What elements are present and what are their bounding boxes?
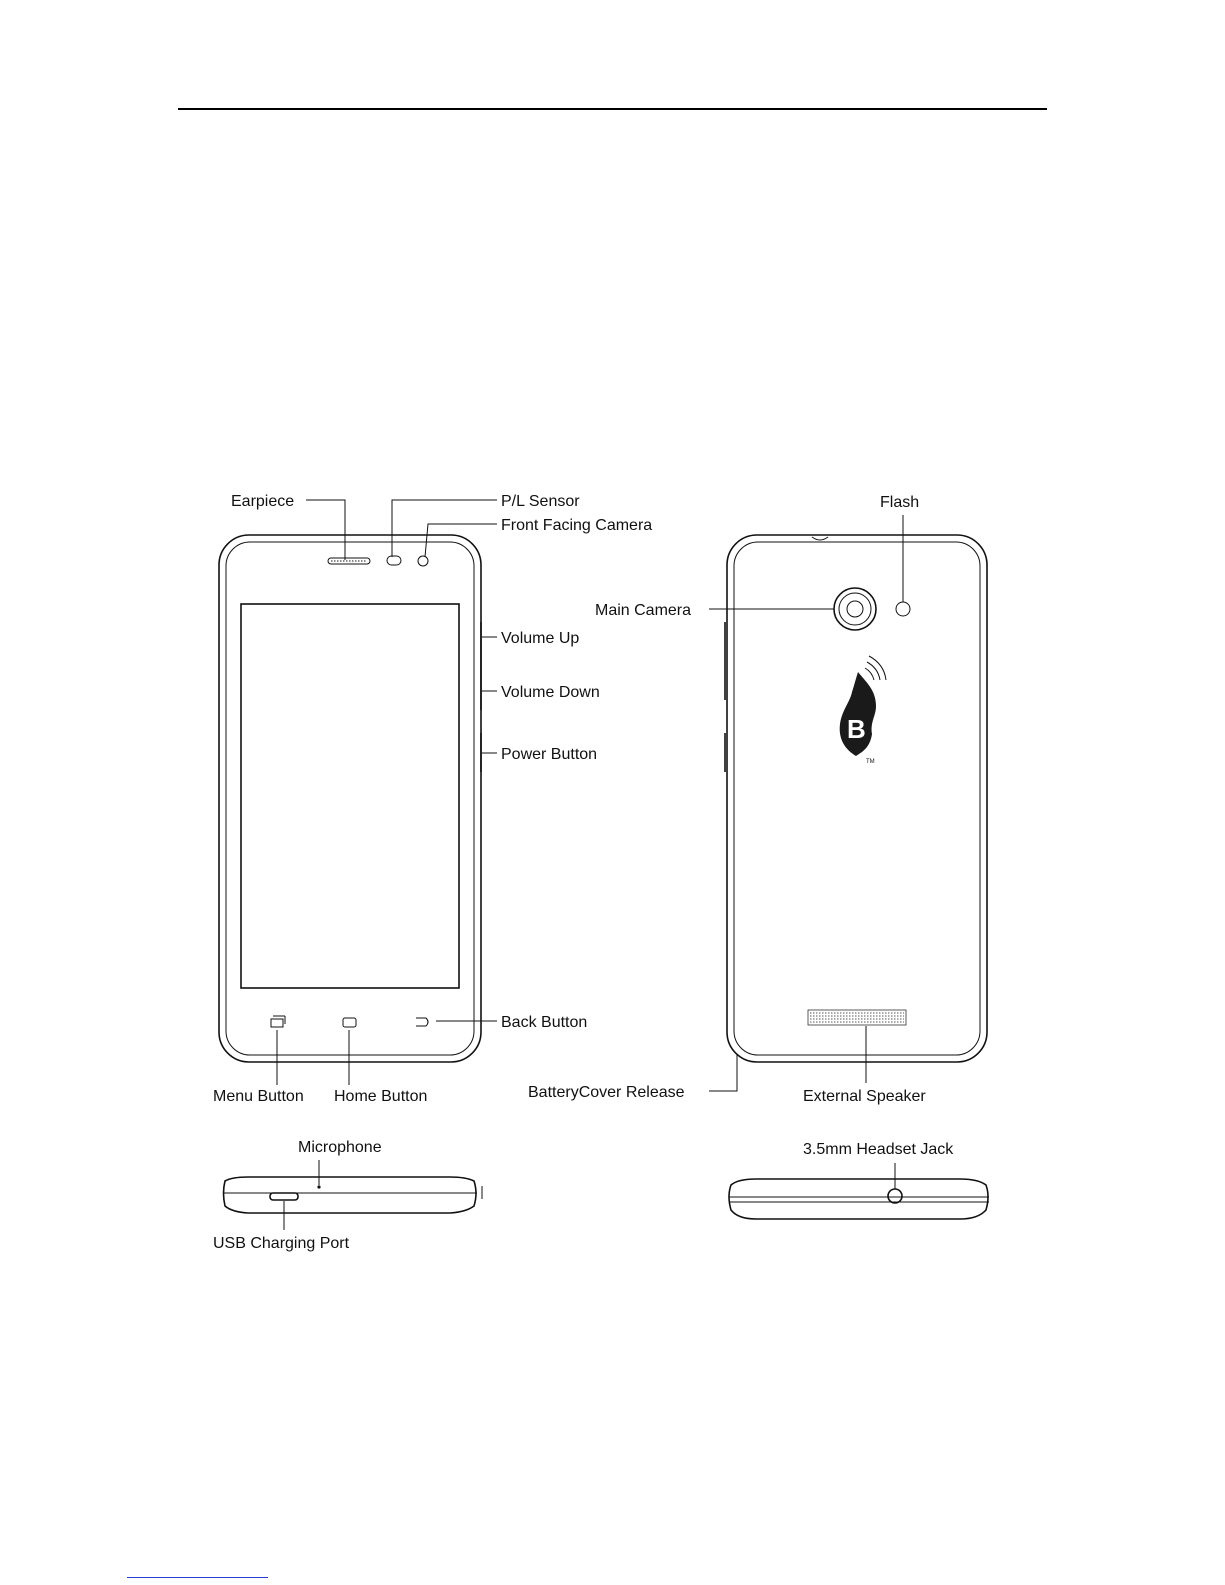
microphone-hole <box>317 1185 320 1188</box>
label-microphone: Microphone <box>298 1139 382 1156</box>
label-usb-port: USB Charging Port <box>213 1235 350 1252</box>
headset-jack-hole <box>888 1189 902 1203</box>
phone-back-view: B TM <box>725 535 987 1062</box>
home-key-icon <box>343 1018 356 1027</box>
label-home-button: Home Button <box>334 1088 427 1105</box>
label-battery-cover-release: BatteryCover Release <box>528 1084 685 1101</box>
phone-top-edge <box>729 1163 989 1219</box>
label-volume-down: Volume Down <box>501 684 600 701</box>
front-body-outer <box>219 535 481 1062</box>
label-main-camera: Main Camera <box>595 602 691 619</box>
label-front-camera: Front Facing Camera <box>501 517 652 534</box>
brand-logo: B TM <box>840 656 886 765</box>
front-screen <box>241 604 459 988</box>
back-key-icon <box>416 1018 428 1026</box>
front-callouts <box>277 500 497 1085</box>
label-volume-up: Volume Up <box>501 630 579 647</box>
phone-bottom-edge <box>224 1160 483 1230</box>
label-back-button: Back Button <box>501 1014 587 1031</box>
menu-key-icon <box>271 1016 285 1027</box>
cover-notch <box>812 537 828 540</box>
back-body-inner <box>734 542 980 1055</box>
flash-led <box>896 602 910 616</box>
external-speaker-grill <box>808 1010 906 1025</box>
logo-letter: B <box>847 714 866 744</box>
logo-trademark: TM <box>866 759 875 765</box>
label-external-speaker: External Speaker <box>803 1088 926 1105</box>
main-camera-ring-mid <box>839 593 871 625</box>
label-pl-sensor: P/L Sensor <box>501 493 580 510</box>
main-camera-ring-outer <box>834 588 876 630</box>
pl-sensor-window <box>387 556 401 565</box>
label-flash: Flash <box>880 494 919 511</box>
main-camera-lens <box>847 601 863 617</box>
phone-front-view <box>219 535 481 1062</box>
usb-port-slot <box>270 1193 298 1200</box>
front-body-inner <box>226 542 474 1055</box>
front-camera-lens <box>418 556 428 566</box>
label-earpiece: Earpiece <box>231 493 294 510</box>
label-headset-jack: 3.5mm Headset Jack <box>803 1141 954 1158</box>
label-menu-button: Menu Button <box>213 1088 304 1105</box>
back-body-outer <box>727 535 987 1062</box>
label-power-button: Power Button <box>501 746 597 763</box>
